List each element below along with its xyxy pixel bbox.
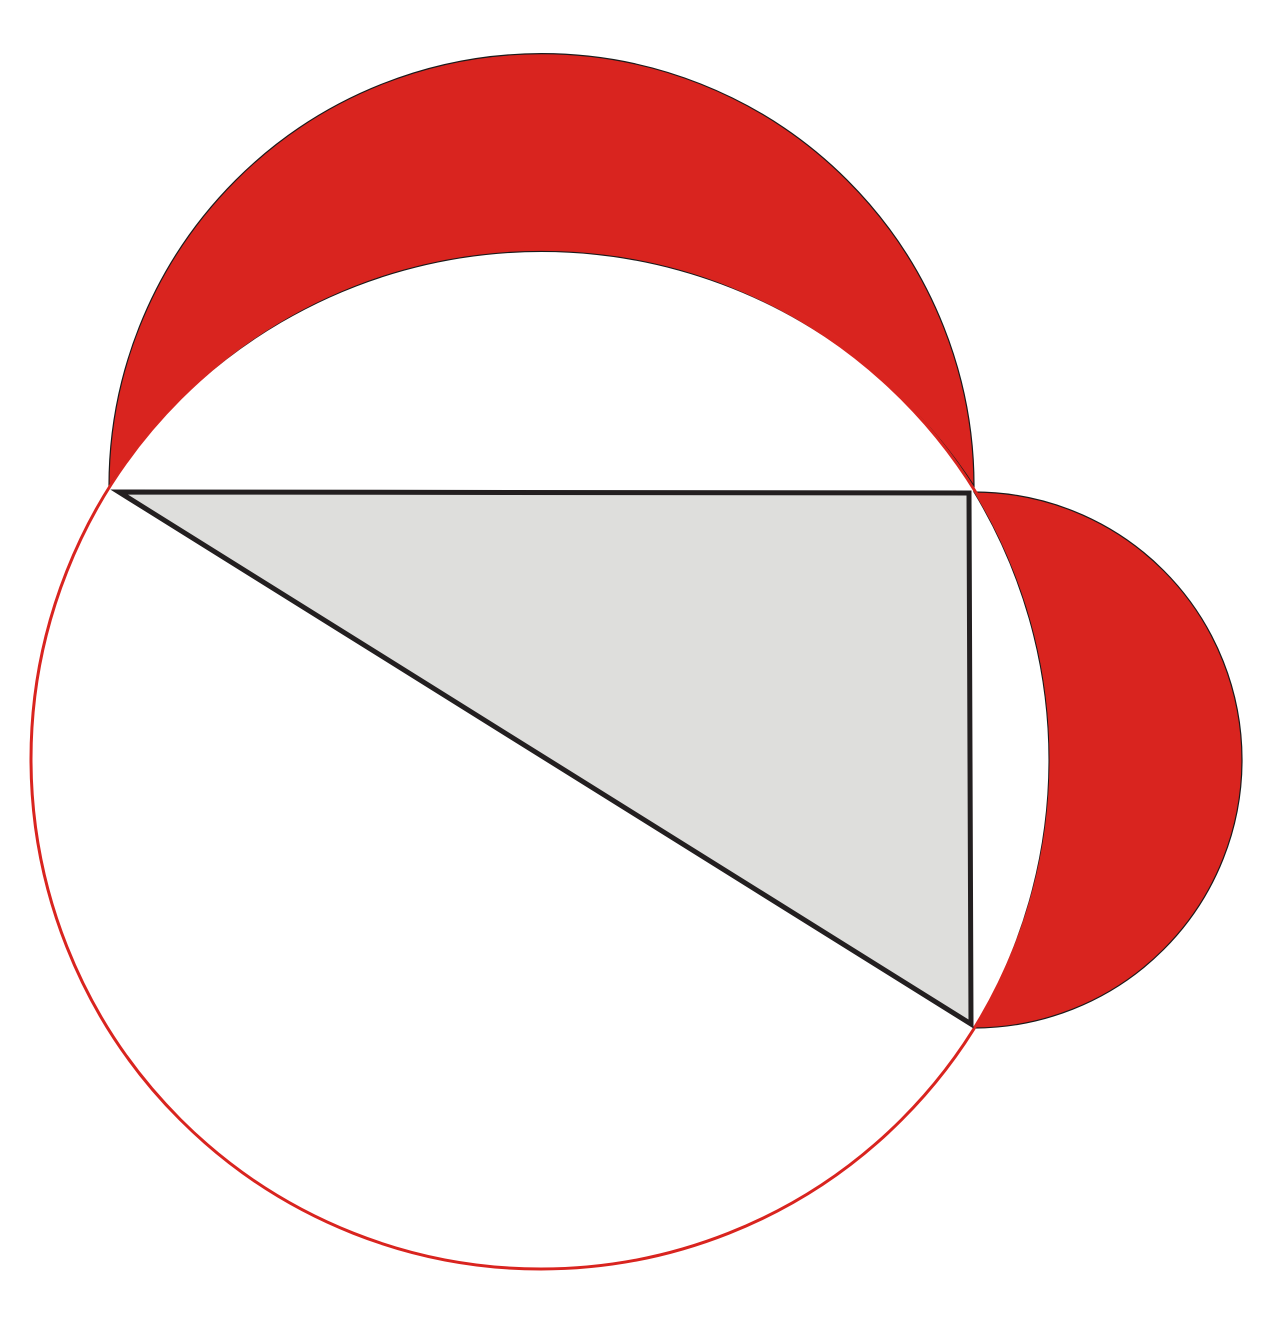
lune-right [972,491,1243,1029]
circumscribed-circle [29,247,1053,1271]
right-triangle [110,489,974,1029]
lune-top [108,52,975,489]
